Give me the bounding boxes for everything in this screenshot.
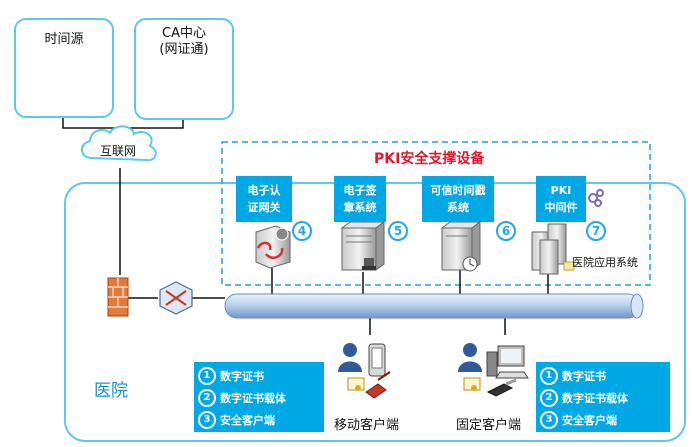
device-auth-gateway-line1: 电子认 [247,184,281,197]
fixed-usbkey-icon [486,378,517,397]
device-timestamp-number: 6 [496,221,516,241]
mobile-usbkey-icon [365,371,391,399]
fixed-certificate-icon [463,377,481,391]
device-e-signature-line1: 电子签 [343,184,377,197]
timestamp-server-icon [440,221,482,272]
fixed-client-label: 固定客户端 [456,418,522,433]
legend-text: 安全客户端 [562,414,617,427]
ca-center-subtitle: (网证通) [159,42,209,57]
gateway-server-icon [255,225,291,269]
legend-text: 数字证书载体 [220,392,286,405]
hospital-label: 医院 [94,381,128,401]
legend-number: 1 [198,367,216,385]
device-e-signature-number: 5 [388,221,408,241]
legend-row: 1 数字证书 [536,366,670,386]
fixed-client-legend: 1 数字证书 2 数字证书载体 3 安全客户端 [536,362,670,432]
legend-text: 数字证书 [562,370,606,383]
signature-server-icon [340,221,386,271]
pki-dashed-box [221,141,651,286]
legend-text: 数字证书载体 [562,392,628,405]
middleware-server-icon [531,189,604,275]
mobile-user-icon [338,343,362,372]
pki-title: PKI安全支撑设备 [374,151,485,167]
network-backbone-pipe [224,293,644,319]
fixed-user-icon [458,343,482,372]
legend-number: 3 [540,411,558,429]
device-timestamp: 可信时间戳 系统 [422,176,494,222]
mobile-certificate-icon [347,377,365,391]
legend-text: 数字证书 [220,370,264,383]
internet-label: 互联网 [100,144,137,158]
device-pki-middleware: PKI 中间件 [536,176,586,222]
device-timestamp-line1: 可信时间戳 [430,184,486,197]
switch-icon [159,281,193,315]
device-timestamp-line2: 系统 [447,201,469,214]
device-auth-gateway-line2: 证网关 [247,201,281,214]
device-e-signature: 电子签 章系统 [334,176,386,222]
legend-text: 安全客户端 [220,414,275,427]
device-pki-middleware-line1: PKI [550,184,572,197]
device-pki-middleware-number: 7 [586,221,606,241]
device-auth-gateway-number: 4 [292,221,312,241]
legend-row: 1 数字证书 [194,366,324,386]
mobile-client-legend: 1 数字证书 2 数字证书载体 3 安全客户端 [194,362,324,432]
device-e-signature-line2: 章系统 [343,201,377,214]
mobile-client-label: 移动客户端 [334,418,400,433]
legend-row: 3 安全客户端 [194,410,324,430]
mobile-phone-icon [368,343,386,377]
device-pki-middleware-line2: 中间件 [544,201,578,214]
legend-number: 2 [198,389,216,407]
legend-number: 3 [198,411,216,429]
desktop-computer-icon [486,345,529,379]
hospital-app-system-label: 医院应用系统 [572,256,638,269]
time-source-label: 时间源 [44,32,84,47]
ca-center-title: CA中心 [162,26,206,41]
ca-center-box: CA中心 (网证通) [134,18,234,120]
legend-row: 3 安全客户端 [536,410,670,430]
internet-cloud-icon [81,125,157,162]
legend-row: 2 数字证书载体 [194,388,324,408]
legend-number: 1 [540,367,558,385]
device-auth-gateway: 电子认 证网关 [236,176,292,222]
legend-number: 2 [540,389,558,407]
time-source-box: 时间源 [14,18,114,118]
legend-row: 2 数字证书载体 [536,388,670,408]
firewall-icon [107,277,129,317]
